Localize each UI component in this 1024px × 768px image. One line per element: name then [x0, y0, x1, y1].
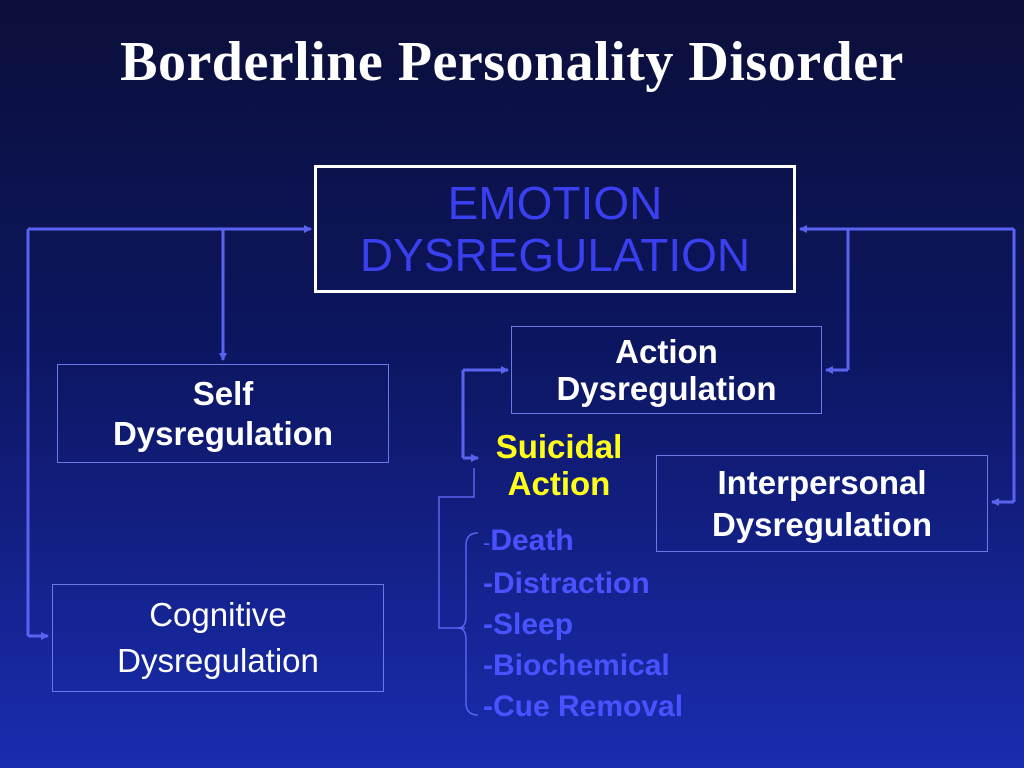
emotion-line2: DYSREGULATION	[359, 229, 751, 281]
action-line2: Dysregulation	[556, 370, 777, 407]
method-prefix: -	[483, 567, 493, 600]
method-item: -Cue Removal	[483, 686, 683, 727]
interpersonal-dysregulation-box: Interpersonal Dysregulation	[656, 455, 988, 552]
interpersonal-line2: Dysregulation	[711, 505, 933, 543]
cognitive-line2: Dysregulation	[117, 642, 319, 679]
method-item: -Distraction	[483, 563, 683, 604]
cognitive-line1: Cognitive	[149, 596, 287, 633]
suicidal-line2: Action	[507, 465, 611, 502]
suicidal-bracket	[438, 468, 475, 629]
emotion-line1: EMOTION	[447, 177, 663, 229]
method-prefix: -	[483, 649, 493, 682]
interpersonal-line1: Interpersonal	[717, 463, 927, 501]
suicidal-line1: Suicidal	[495, 428, 623, 465]
method-item: -Sleep	[483, 604, 683, 645]
self-line1: Self	[192, 374, 254, 412]
self-line2: Dysregulation	[112, 414, 334, 452]
suicidal-action-label: Suicidal Action	[474, 428, 644, 502]
self-dysregulation-box: Self Dysregulation	[57, 364, 389, 463]
method-prefix: -	[483, 608, 493, 641]
cognitive-dysregulation-box: Cognitive Dysregulation	[52, 584, 384, 692]
method-text: Biochemical	[493, 649, 670, 682]
action-dysregulation-box: Action Dysregulation	[511, 326, 822, 414]
method-text: Distraction	[493, 567, 650, 600]
method-text: Cue Removal	[493, 690, 684, 723]
emotion-dysregulation-box: EMOTION DYSREGULATION	[314, 165, 796, 293]
method-prefix: -	[483, 530, 491, 555]
method-item: -Death	[483, 520, 683, 563]
action-line1: Action	[615, 333, 718, 370]
method-text: Death	[490, 524, 574, 557]
method-item: -Biochemical	[483, 645, 683, 686]
method-text: Sleep	[493, 608, 574, 641]
method-prefix: -	[483, 690, 493, 723]
suicidal-methods-list: -Death -Distraction -Sleep -Biochemical …	[483, 520, 683, 727]
page-title: Borderline Personality Disorder	[120, 31, 904, 93]
methods-brace	[457, 532, 479, 716]
